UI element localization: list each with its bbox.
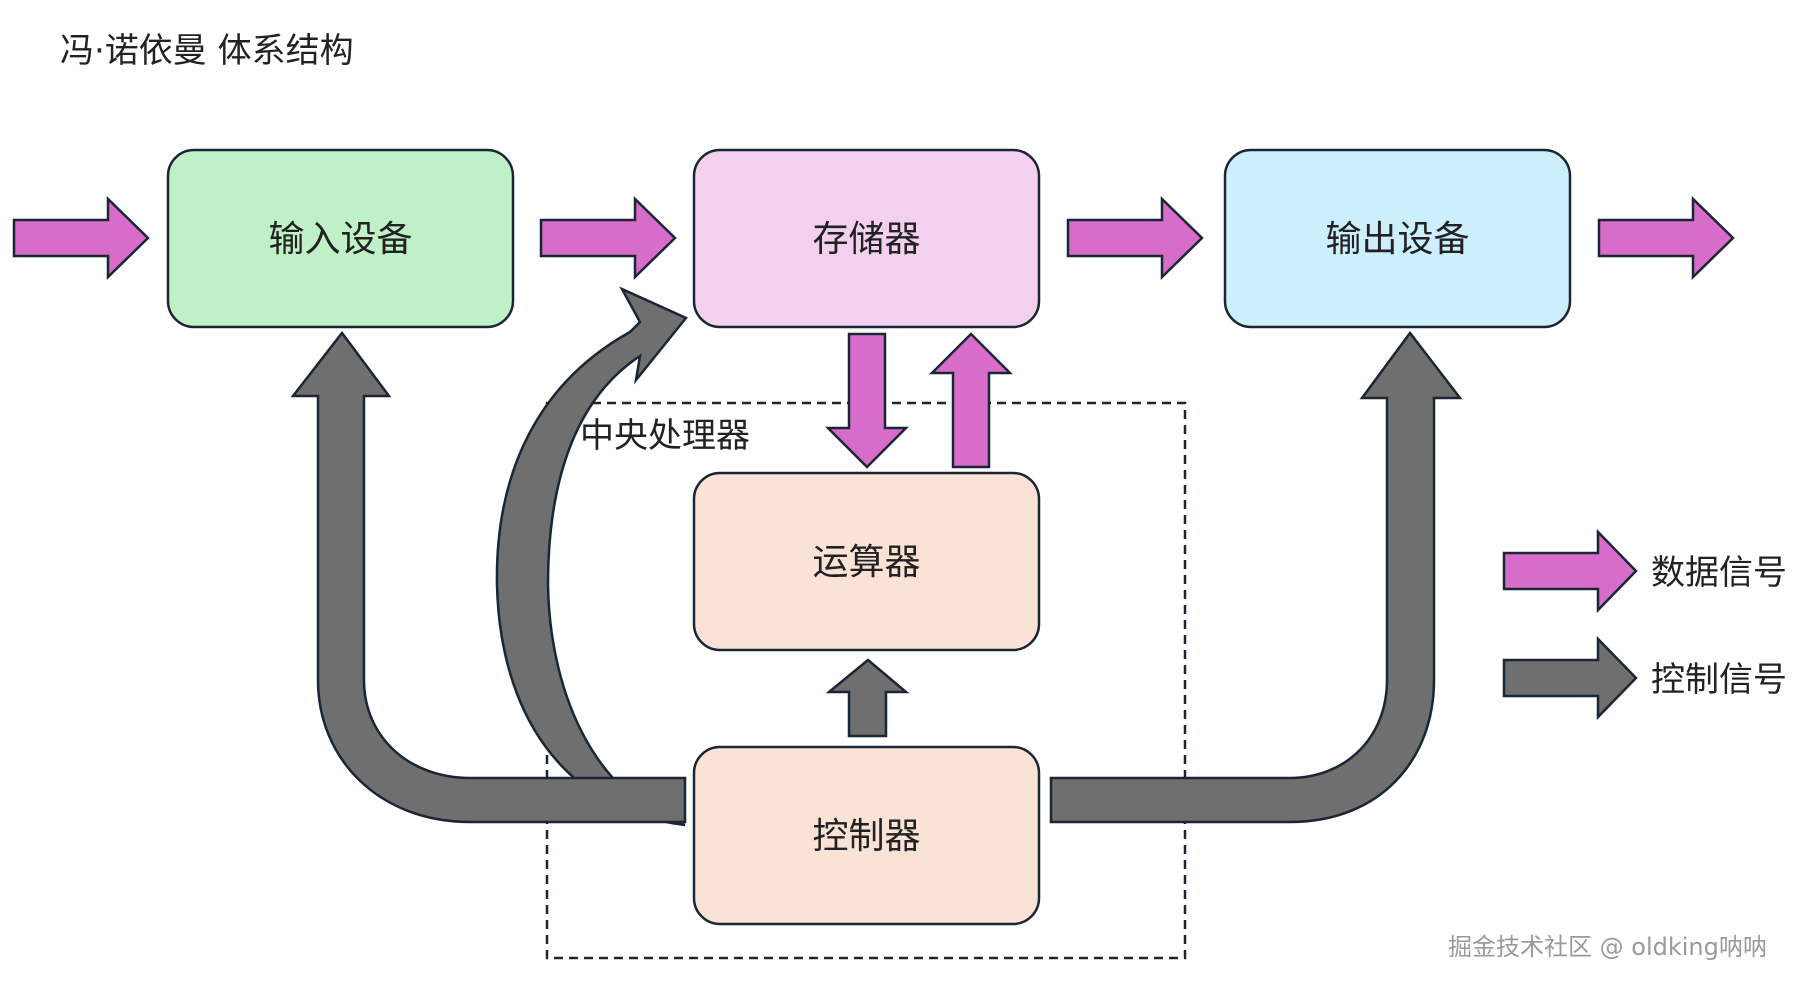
memory-label: 存储器 (812, 219, 920, 260)
data-arrow-out-of-output (1597, 196, 1735, 280)
diagram-title: 冯·诺依曼 体系结构 (60, 31, 354, 71)
controller-label: 控制器 (812, 816, 920, 857)
control-arrow-to-input (290, 330, 687, 824)
output-device-label: 输出设备 (1325, 219, 1469, 260)
data-arrow-memory-to-output (1066, 196, 1204, 280)
output-device-box: 输出设备 (1223, 148, 1572, 329)
legend-control-label: 控制信号 (1651, 660, 1787, 700)
legend: 数据信号 控制信号 (1502, 528, 1787, 721)
alu-label: 运算器 (812, 542, 920, 583)
control-arrow-to-memory (495, 286, 688, 827)
legend-control-arrow (1502, 635, 1638, 721)
data-arrow-alu-to-memory (928, 332, 1014, 469)
control-arrow-to-alu (825, 658, 910, 738)
watermark: 掘金技术社区 @ oldking呐呐 (1448, 933, 1767, 961)
cpu-group-label: 中央处理器 (580, 416, 750, 456)
legend-data-label: 数据信号 (1651, 553, 1787, 593)
input-device-label: 输入设备 (268, 219, 412, 260)
input-device-box: 输入设备 (166, 148, 515, 329)
data-arrow-input-to-memory (539, 196, 677, 280)
data-arrow-into-input (12, 196, 150, 280)
memory-box: 存储器 (692, 148, 1041, 329)
control-arrow-to-output (1049, 330, 1463, 824)
alu-box: 运算器 (692, 471, 1041, 652)
legend-data-arrow (1502, 528, 1638, 614)
data-arrow-memory-to-alu (824, 332, 910, 469)
controller-box: 控制器 (692, 745, 1041, 926)
